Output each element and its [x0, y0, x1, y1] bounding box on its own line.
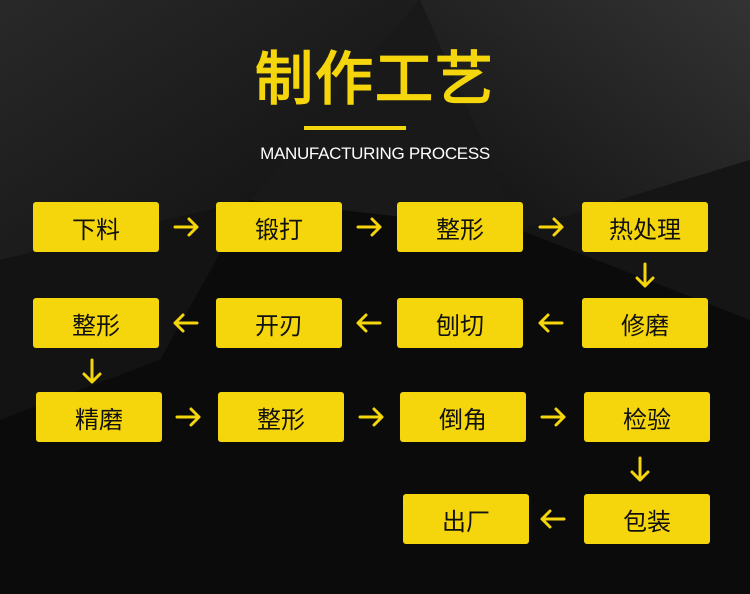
arrow-down-icon [625, 256, 665, 296]
arrow-left-icon [533, 499, 573, 539]
arrow-right-icon [533, 397, 573, 437]
title-underline [304, 126, 406, 130]
arrow-left-icon [349, 303, 389, 343]
arrow-right-icon [351, 397, 391, 437]
step-12: 检验 [584, 392, 710, 442]
page-title: 制作工艺 [254, 45, 495, 113]
arrow-left-icon [166, 303, 206, 343]
page-subtitle: MANUFACTURING PROCESS [260, 144, 490, 163]
step-1: 下料 [33, 202, 159, 252]
arrow-down-icon [620, 450, 660, 490]
step-11: 倒角 [400, 392, 526, 442]
arrow-right-icon [168, 397, 208, 437]
step-4: 热处理 [582, 202, 708, 252]
step-8: 整形 [33, 298, 159, 348]
step-13: 包装 [584, 494, 710, 544]
step-10: 整形 [218, 392, 344, 442]
arrow-down-icon [72, 352, 112, 392]
step-9: 精磨 [36, 392, 162, 442]
step-7: 开刃 [216, 298, 342, 348]
step-5: 修磨 [582, 298, 708, 348]
arrow-right-icon [166, 207, 206, 247]
step-3: 整形 [397, 202, 523, 252]
arrow-right-icon [531, 207, 571, 247]
step-6: 刨切 [397, 298, 523, 348]
step-14: 出厂 [403, 494, 529, 544]
arrow-right-icon [349, 207, 389, 247]
step-2: 锻打 [216, 202, 342, 252]
arrow-left-icon [531, 303, 571, 343]
